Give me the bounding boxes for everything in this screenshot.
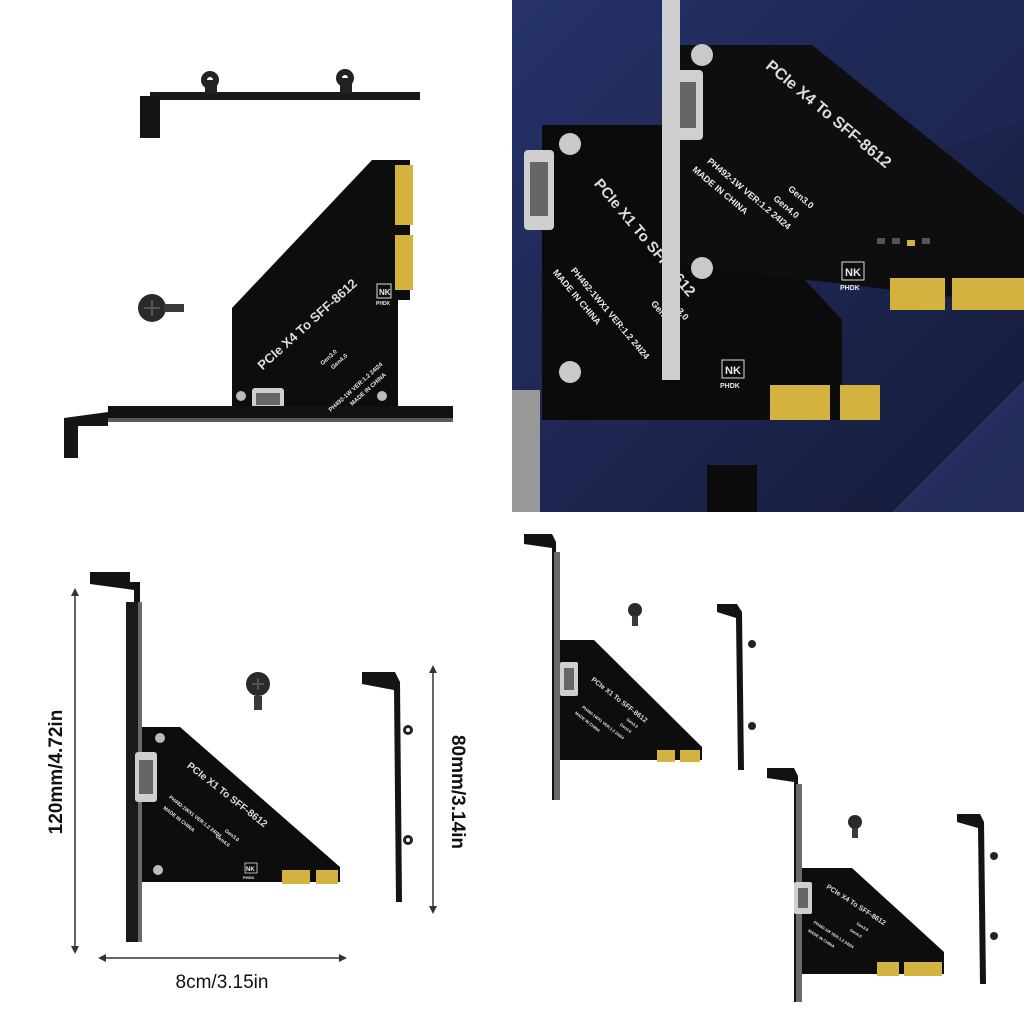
- x1-gold-fingers: [770, 385, 830, 420]
- x4-board-small: PCIe X4 To SFF-8612 PH492-1W VER:1.2 24I…: [767, 768, 998, 1002]
- full-bracket-vertical: [90, 572, 142, 942]
- height-dimension-full: 120mm/4.72in: [46, 588, 79, 954]
- x1-pcb: [142, 727, 340, 882]
- dimension-diagram: 120mm/4.72in PCIe X1 To SFF-8612 PH492-1…: [46, 572, 468, 993]
- x1-brand-logo-dim: NK PHDK: [243, 862, 258, 880]
- low-profile-bracket-small-2: [957, 814, 986, 984]
- svg-text:NK: NK: [725, 365, 741, 377]
- two-boards-photo: PCIe X1 To SFF-8612 PH492-1WX1 VER:1.2 2…: [524, 534, 998, 1002]
- x4-gold-fingers-closeup: [890, 278, 945, 310]
- width-label: 8cm/3.15in: [176, 972, 269, 993]
- screw-icon: [138, 294, 184, 322]
- closeup-photo: PCIe X1 To SFF-8612 PH492-1WX1 VER:1.2 2…: [512, 0, 1024, 512]
- x1-gold-fingers-dim: [282, 870, 310, 884]
- x1-brand-logo: NK PHDK: [720, 359, 745, 390]
- x4-gen4-small: Gen4.0: [849, 927, 864, 939]
- x4-gen3-small: Gen3.0: [856, 921, 871, 933]
- panel-dimensions: 120mm/4.72in PCIe X1 To SFF-8612 PH492-1…: [0, 512, 512, 1024]
- screw-icon: [628, 603, 642, 617]
- x4-board-front: PCIe X4 To SFF-8612 PH492-1W VER:1.2 24I…: [662, 0, 1024, 380]
- svg-text:NK: NK: [845, 267, 861, 279]
- panel-two-boards: PCIe X1 To SFF-8612 PH492-1WX1 VER:1.2 2…: [512, 512, 1024, 1024]
- x1-board-small: PCIe X1 To SFF-8612 PH492-1WX1 VER:1.2 2…: [524, 534, 756, 800]
- svg-text:PHDK: PHDK: [376, 301, 391, 307]
- svg-text:NK: NK: [246, 867, 255, 873]
- svg-text:PHDK: PHDK: [840, 285, 860, 292]
- x4-gold-fingers: [395, 165, 413, 290]
- x4-board-photo: PCIe X4 To SFF-8612 PH492-1W VER:1.2 24I…: [64, 69, 453, 458]
- x4-pcb: [232, 160, 410, 420]
- width-dimension: 8cm/3.15in: [98, 954, 347, 993]
- low-profile-bracket-small: [717, 604, 744, 770]
- smd-components: [877, 238, 930, 246]
- low-profile-bracket: [362, 672, 413, 902]
- brand-logo: NK PHDK: [376, 283, 392, 307]
- loose-bracket: [140, 69, 420, 138]
- svg-text:PHDK: PHDK: [243, 875, 254, 880]
- height-full-label: 120mm/4.72in: [46, 710, 67, 835]
- svg-text:PHDK: PHDK: [720, 383, 740, 390]
- full-bracket: [64, 406, 453, 458]
- x4-brand-logo-closeup: NK PHDK: [840, 261, 865, 292]
- height-low-label: 80mm/3.14in: [447, 735, 468, 849]
- svg-text:NK: NK: [379, 288, 391, 297]
- panel-x4-board-white: PCIe X4 To SFF-8612 PH492-1W VER:1.2 24I…: [0, 0, 512, 512]
- height-dimension-low: 80mm/3.14in: [429, 665, 468, 914]
- screw-icon: [246, 672, 270, 710]
- panel-blue-closeup: PCIe X1 To SFF-8612 PH492-1WX1 VER:1.2 2…: [512, 0, 1024, 512]
- screw-icon: [848, 815, 862, 829]
